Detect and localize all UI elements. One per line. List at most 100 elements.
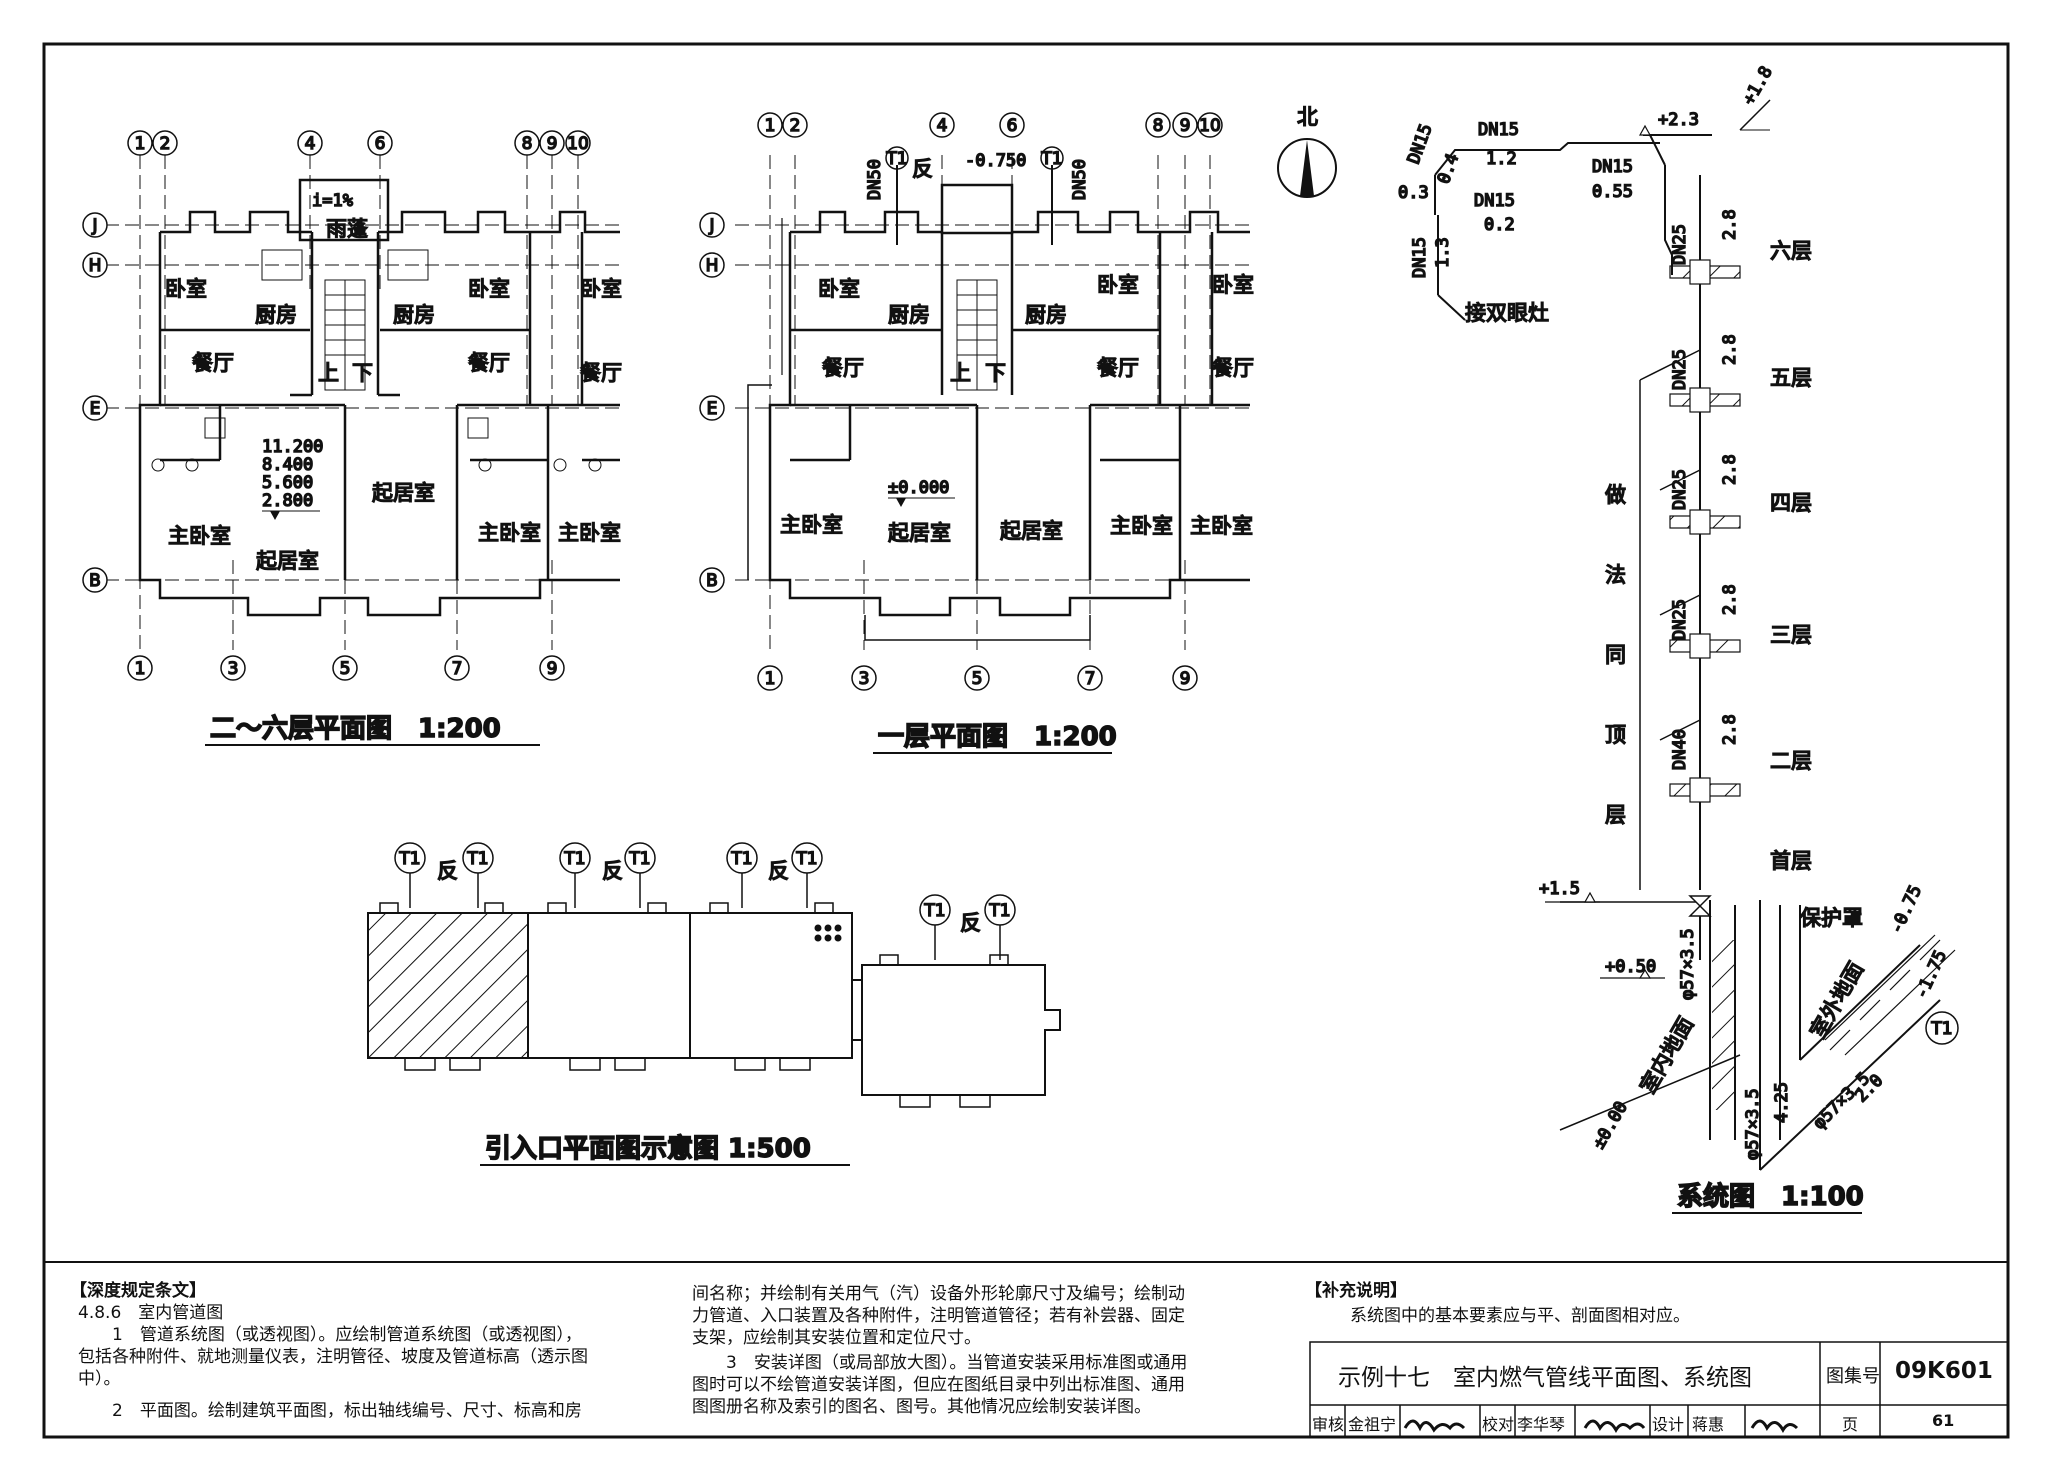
room-label: 餐厅 bbox=[468, 351, 510, 375]
atlas-number: 09K601 bbox=[1895, 1358, 1993, 1384]
site-tag-rev: 反 bbox=[437, 859, 458, 883]
svg-text:8: 8 bbox=[522, 134, 533, 154]
note-line: 1 管道系统图（或透视图）。应绘制管道系统图（或透视图）， bbox=[78, 1325, 582, 1345]
stair-down: 下 bbox=[352, 361, 373, 385]
axis-bubble: 9 bbox=[1172, 112, 1198, 138]
pipe-size: DN50 bbox=[1070, 159, 1090, 200]
floor-label: 首层 bbox=[1770, 849, 1812, 873]
ground-elevation: ±0.000 bbox=[888, 478, 949, 498]
svg-text:T1: T1 bbox=[398, 849, 420, 869]
site-tag: T1 bbox=[791, 842, 823, 874]
checker-name: 李华琴 bbox=[1517, 1415, 1566, 1434]
pipe-label: 0.2 bbox=[1484, 215, 1515, 235]
upper-stair bbox=[324, 279, 366, 391]
slope-label: i=1% bbox=[312, 191, 353, 211]
design-label: 设计 bbox=[1652, 1415, 1685, 1434]
north-label: 北 bbox=[1297, 105, 1318, 129]
svg-text:4: 4 bbox=[305, 134, 316, 154]
site-tag-rev: 反 bbox=[768, 859, 789, 883]
axis-bubble: 1 bbox=[757, 665, 783, 691]
site-tag: T1 bbox=[984, 894, 1016, 926]
svg-text:10: 10 bbox=[567, 134, 589, 154]
site-tag-rev: 反 bbox=[960, 911, 981, 935]
axis-bubble: 5 bbox=[332, 655, 358, 681]
site-riser-dots bbox=[814, 924, 842, 942]
svg-text:1: 1 bbox=[765, 116, 776, 136]
room-label: 起居室 bbox=[1000, 519, 1063, 543]
site-bumps bbox=[379, 902, 1009, 1108]
designer-name: 蒋惠 bbox=[1692, 1415, 1725, 1434]
note-line: 图图册名称及索引的图名、图号。其他情况应绘制安装详图。 bbox=[692, 1397, 1151, 1417]
riser-length: 2.8 bbox=[1720, 334, 1740, 365]
elevation-label: +1.5 bbox=[1539, 879, 1580, 899]
floor-slabs bbox=[1669, 259, 1741, 803]
room-label: 餐厅 bbox=[580, 361, 622, 385]
stair-up: 上 bbox=[950, 361, 971, 385]
room-label: 卧室 bbox=[1097, 273, 1139, 297]
svg-text:3: 3 bbox=[228, 659, 239, 679]
site-tag: T1 bbox=[624, 842, 656, 874]
elevation-label: +0.50 bbox=[1605, 957, 1656, 977]
note-line: 间名称；并绘制有关用气（汽）设备外形轮廓尺寸及编号；绘制动 bbox=[692, 1284, 1185, 1304]
svg-text:T1: T1 bbox=[563, 849, 585, 869]
axis-bubble: J bbox=[699, 212, 725, 238]
room-label: 厨房 bbox=[255, 303, 297, 327]
ground-floor-plan: T1 反 T1 DN50 DN50 -0.750 卧室 厨房 厨房 卧室 卧室 … bbox=[735, 146, 1255, 754]
vertical-note-char: 法 bbox=[1605, 563, 1626, 587]
room-label: 餐厅 bbox=[822, 356, 864, 380]
riser-tag-rev: 反 bbox=[912, 157, 933, 181]
vertical-note-char: 做 bbox=[1605, 483, 1626, 507]
svg-text:10: 10 bbox=[1199, 116, 1221, 136]
room-label: 卧室 bbox=[165, 277, 207, 301]
riser-length: 2.8 bbox=[1720, 209, 1740, 240]
axis-bubble: 3 bbox=[851, 665, 877, 691]
axis-bubble: B bbox=[82, 567, 108, 593]
burner-label: 接双眼灶 bbox=[1465, 301, 1549, 325]
sheet-border bbox=[42, 42, 2010, 1439]
axis-bubble: 9 bbox=[539, 655, 565, 681]
room-label: 卧室 bbox=[468, 277, 510, 301]
title-block bbox=[1309, 1341, 2009, 1438]
svg-text:7: 7 bbox=[1085, 669, 1096, 689]
notes-right-header: 【补充说明】 bbox=[1305, 1281, 1407, 1301]
axis-bubble: E bbox=[82, 395, 108, 421]
svg-text:4: 4 bbox=[937, 116, 948, 136]
riser-size: DN25 bbox=[1670, 349, 1690, 390]
room-label: 起居室 bbox=[888, 521, 951, 545]
axis-bubble: 1 bbox=[757, 112, 783, 138]
riser-tag: T1 bbox=[1040, 149, 1062, 169]
svg-text:3: 3 bbox=[859, 669, 870, 689]
site-tag: T1 bbox=[726, 842, 758, 874]
upper-plan-caption: 二～六层平面图 1:200 bbox=[210, 714, 501, 744]
elevation-markers bbox=[1545, 124, 1665, 979]
room-label: 卧室 bbox=[580, 277, 622, 301]
note-line: 图时可以不绘管道安装详图，但应在图纸目录中列出标准图、通用 bbox=[692, 1375, 1185, 1395]
svg-text:H: H bbox=[706, 256, 719, 276]
site-tag: T1 bbox=[462, 842, 494, 874]
svg-text:9: 9 bbox=[547, 134, 558, 154]
svg-text:1: 1 bbox=[135, 659, 146, 679]
note-line: 力管道、入口装置及各种附件，注明管道管径；若有补尝器、固定 bbox=[692, 1306, 1185, 1326]
pipe-label: φ57×3.5 bbox=[1743, 1088, 1763, 1160]
axis-bubble: 1 bbox=[127, 130, 153, 156]
room-label: 雨蓬 bbox=[326, 217, 368, 241]
entrance-elevation: -0.750 bbox=[965, 151, 1026, 171]
length-label: 4.25 bbox=[1772, 1082, 1792, 1123]
below-grade-piping bbox=[1699, 900, 1941, 1171]
riser-length: 2.8 bbox=[1720, 584, 1740, 615]
north-arrow: 北 bbox=[1277, 104, 1337, 198]
svg-text:9: 9 bbox=[547, 659, 558, 679]
atlas-label: 图集号 bbox=[1826, 1366, 1880, 1387]
note-line: 3 安装详图（或局部放大图）。当管道安装采用标准图或通用 bbox=[692, 1353, 1188, 1373]
riser-size: DN40 bbox=[1670, 729, 1690, 770]
room-label: 厨房 bbox=[1025, 303, 1067, 327]
riser-size: DN25 bbox=[1670, 469, 1690, 510]
svg-text:5: 5 bbox=[972, 669, 983, 689]
svg-text:1: 1 bbox=[765, 669, 776, 689]
svg-text:1: 1 bbox=[135, 134, 146, 154]
riser-size: DN25 bbox=[1670, 224, 1690, 265]
